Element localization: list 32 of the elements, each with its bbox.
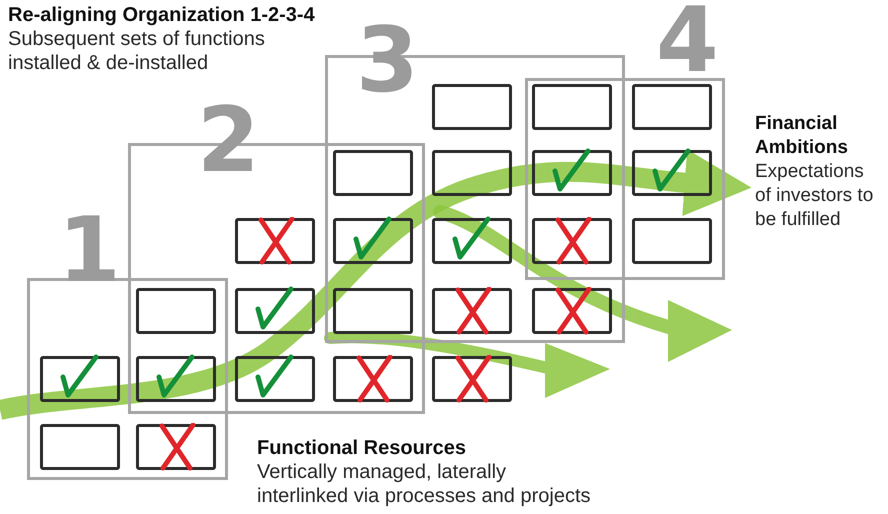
stage-number: 1: [58, 206, 121, 296]
description-text: Vertically managed, laterally interlinked via processes and projects: [257, 460, 592, 508]
function-box: [432, 288, 512, 334]
heading-text: Financial Ambitions: [755, 112, 849, 160]
function-box: [432, 84, 512, 130]
function-box: [432, 150, 512, 196]
function-box: [235, 356, 315, 402]
function-box: [632, 150, 712, 196]
heading-text: Functional Resources: [257, 436, 467, 460]
function-box: [235, 218, 315, 264]
function-box: [532, 218, 612, 264]
title: Re-aligning Organization 1-2-3-4: [8, 3, 315, 27]
function-box: [333, 150, 413, 196]
function-box: [333, 356, 413, 402]
function-box: [432, 218, 512, 264]
function-box: [532, 84, 612, 130]
function-box: [235, 288, 315, 334]
function-box: [632, 218, 712, 264]
function-box: [532, 150, 612, 196]
function-box: [40, 424, 120, 470]
function-box: [333, 218, 413, 264]
description-text: Subsequent sets of functions installed & de-installed: [8, 27, 266, 75]
function-box: [333, 288, 413, 334]
function-box: [432, 356, 512, 402]
description-text: Expectations of investors to be fulfilled: [755, 160, 874, 232]
function-box: [532, 288, 612, 334]
function-box: [632, 84, 712, 130]
function-box: [40, 356, 120, 402]
function-box: [136, 356, 216, 402]
function-box: [136, 424, 216, 470]
stage-number: 4: [656, 0, 719, 86]
function-box: [136, 288, 216, 334]
